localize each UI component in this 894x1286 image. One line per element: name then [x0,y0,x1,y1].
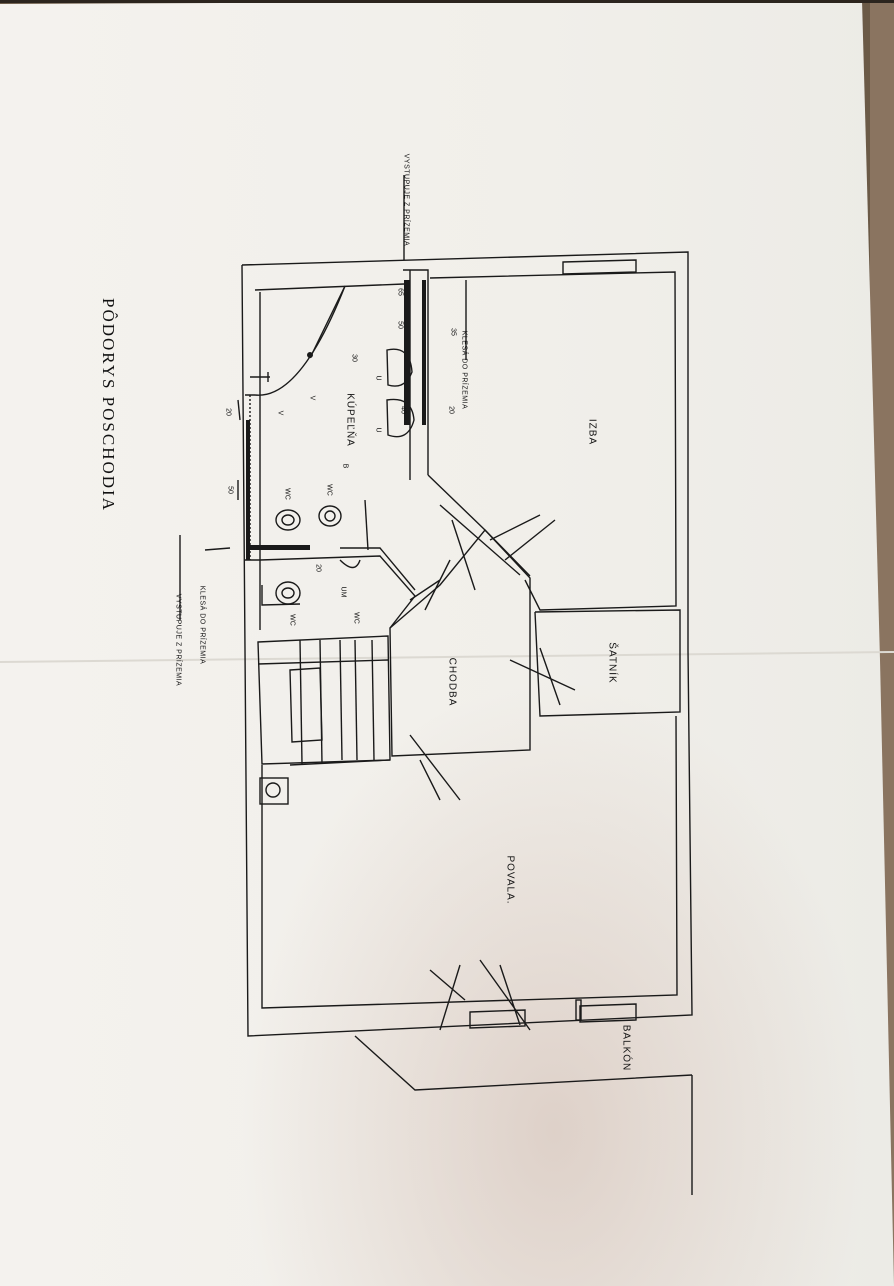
room-satnik-label: ŠATNÍK [606,642,618,684]
fixture-b: B [341,463,349,469]
dim-50b: 50 [226,486,234,494]
dim-65: 65 [396,288,404,296]
note-klesa-bottom: KLESÁ DO PRÍZEMIA [198,585,206,665]
wc-um-label: UM [339,586,347,598]
fixture-u2: U [374,427,382,433]
room-povala-label: POVALA. [504,855,516,905]
fixture-v2: V [276,410,284,416]
note-klesa-top: KLESÁ DO PRÍZEMIA [460,330,468,410]
dim-40: 40 [399,406,407,414]
toilet-label-1: WC [283,488,291,500]
room-chodba-label: CHODBA [446,657,458,707]
room-izba-label: IZBA [586,418,598,446]
room-kupelna-label: KÚPEĽŇA [344,393,356,447]
toilet-label-3: WC [288,614,296,626]
note-vystupuje-top: VYSTUPUJE Z PRÍZEMIA [402,153,410,247]
fixture-v1: V [308,395,316,401]
room-balkon-label: BALKÓN [620,1024,632,1072]
toilet-label-2: WC [325,484,333,496]
dim-20b: 20 [224,408,232,416]
wc-room-label: WC [352,612,360,624]
dim-50: 50 [396,321,404,329]
dim-30a: 30 [350,354,358,362]
plan-lines [179,175,693,1195]
fixture-u1: U [374,375,382,381]
dim-20c: 20 [314,564,322,572]
note-vystupuje-bottom: VYSTUPUJE Z PRÍZEMIA [174,593,182,687]
dim-20a: 20 [447,406,455,414]
wall-fills [246,280,426,560]
dim-35: 35 [449,328,457,336]
plan-title: PÔDORYS POSCHODIA [99,298,118,512]
